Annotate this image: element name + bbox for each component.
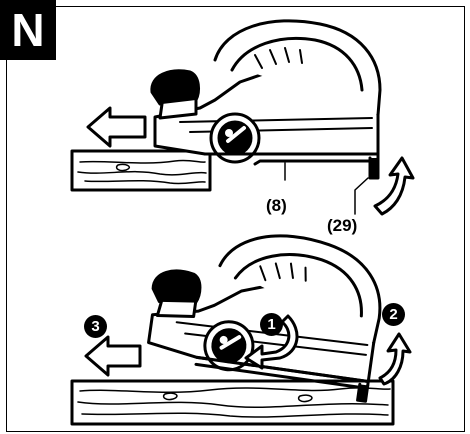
- arrow-left-icon: [86, 337, 140, 375]
- bottom-planer: [142, 218, 389, 401]
- bottom-board: [72, 381, 393, 424]
- arrow-left-icon: [88, 108, 145, 146]
- curved-arrow-up-icon: [380, 334, 410, 384]
- label-soleplate: (8): [266, 196, 287, 216]
- step-badge-1: 1: [260, 313, 283, 336]
- top-view: [72, 21, 413, 214]
- top-board: [72, 151, 210, 190]
- step-badge-2: 2: [382, 303, 405, 326]
- curved-arrow-up-icon: [375, 158, 413, 214]
- bottom-view: [72, 218, 410, 424]
- step-badge-3: 3: [84, 315, 107, 338]
- label-parking-shoe: (29): [327, 216, 357, 236]
